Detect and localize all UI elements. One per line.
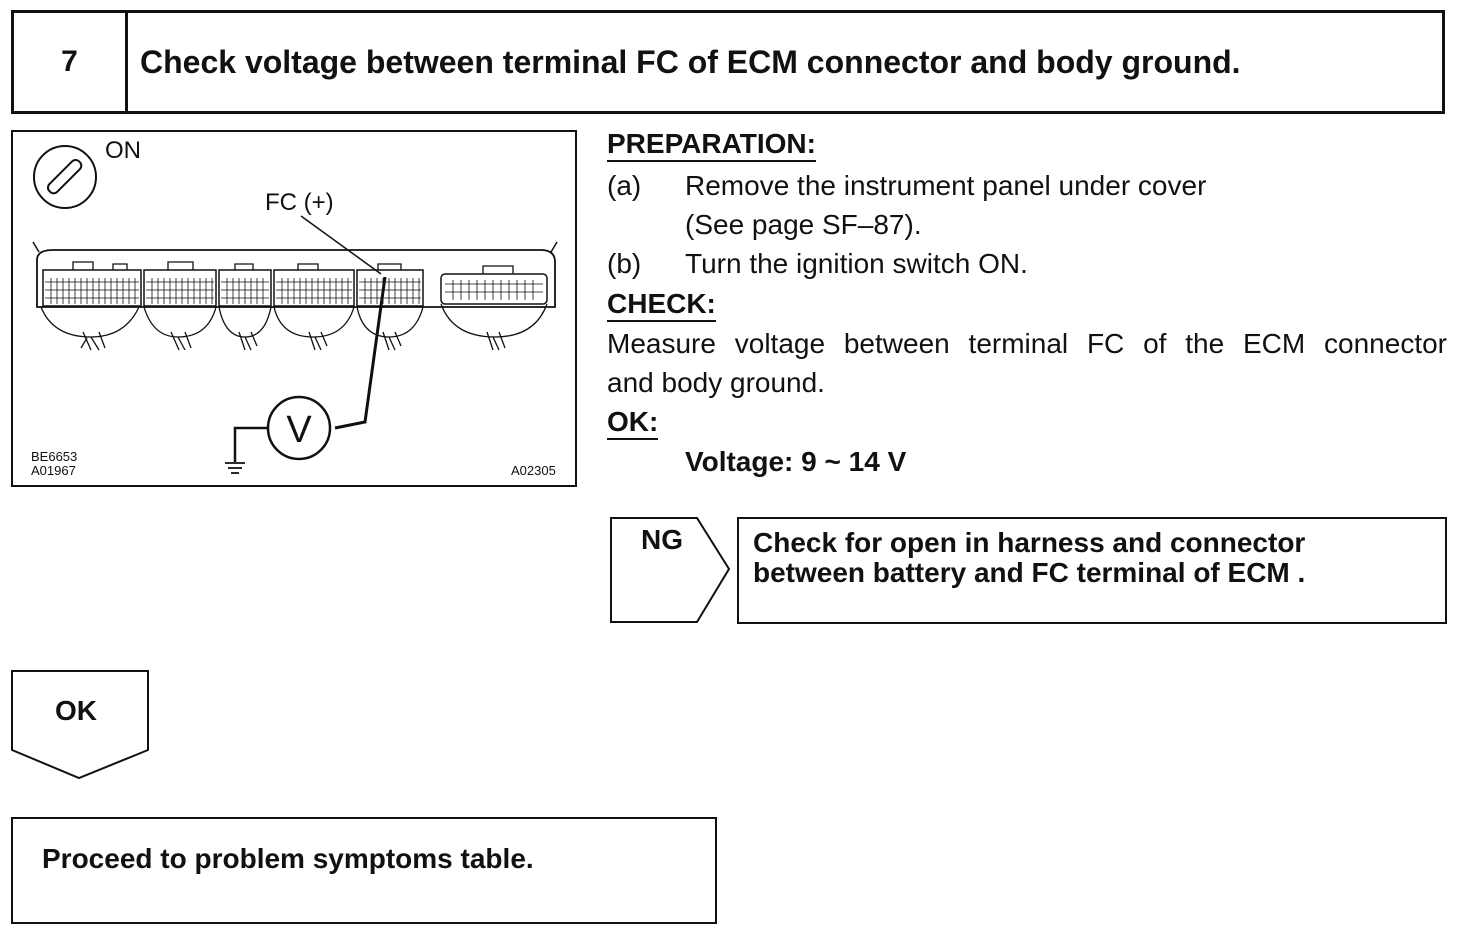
check-heading: CHECK: <box>607 288 716 322</box>
ng-action-box: Check for open in harness and connector … <box>737 517 1447 624</box>
ng-label: NG <box>641 524 683 555</box>
ok-label: OK <box>55 695 97 726</box>
ignition-key-icon <box>33 145 97 209</box>
figure-code-3: A02305 <box>511 463 556 478</box>
ng-arrow-icon <box>610 517 731 623</box>
ecm-connector-diagram: ON FC (+) V <box>32 137 558 474</box>
probe-lead <box>334 276 387 430</box>
figure-code-1: BE6653 <box>31 449 78 464</box>
terminal-label: FC (+) <box>265 189 334 216</box>
prep-b-text: Turn the ignition switch ON. <box>685 248 1028 279</box>
ng-action-line-2: between battery and FC terminal of ECM . <box>753 557 1306 588</box>
figure-code-2: A01967 <box>31 463 76 478</box>
ng-action-text: Check for open in harness and connector … <box>753 528 1305 588</box>
ground-icon <box>225 462 245 474</box>
check-line-2: and body ground. <box>607 367 825 398</box>
step-title: Check voltage between terminal FC of ECM… <box>140 43 1241 80</box>
step-header: 7 Check voltage between terminal FC of E… <box>11 10 1445 114</box>
ecm-connector <box>32 241 558 351</box>
ok-heading: OK: <box>607 406 659 440</box>
terminal-leader-line <box>300 215 382 275</box>
ok-voltage-spec: Voltage: 9 ~ 14 V <box>685 446 907 477</box>
ok-arrow-icon <box>11 670 149 780</box>
result-box: Proceed to problem symptoms table. <box>11 817 717 924</box>
preparation-heading: PREPARATION: <box>607 128 816 162</box>
prep-a-label: (a) <box>607 170 642 201</box>
result-text: Proceed to problem symptoms table. <box>42 843 534 874</box>
voltmeter-symbol: V <box>286 409 312 451</box>
connector-illustration: ON FC (+) V BE6653 A01967 A02305 <box>11 130 577 487</box>
switch-label: ON <box>105 137 141 164</box>
prep-a-text2: (See page SF–87). <box>685 209 922 240</box>
prep-b-label: (b) <box>607 248 642 279</box>
ng-action-line-1: Check for open in harness and connector <box>753 527 1306 558</box>
ground-lead <box>233 426 268 462</box>
prep-a-text: Remove the instrument panel under cover <box>685 170 1207 201</box>
check-line-1: Measure voltage between terminal FC of t… <box>607 328 1447 359</box>
step-number: 7 <box>14 13 128 111</box>
